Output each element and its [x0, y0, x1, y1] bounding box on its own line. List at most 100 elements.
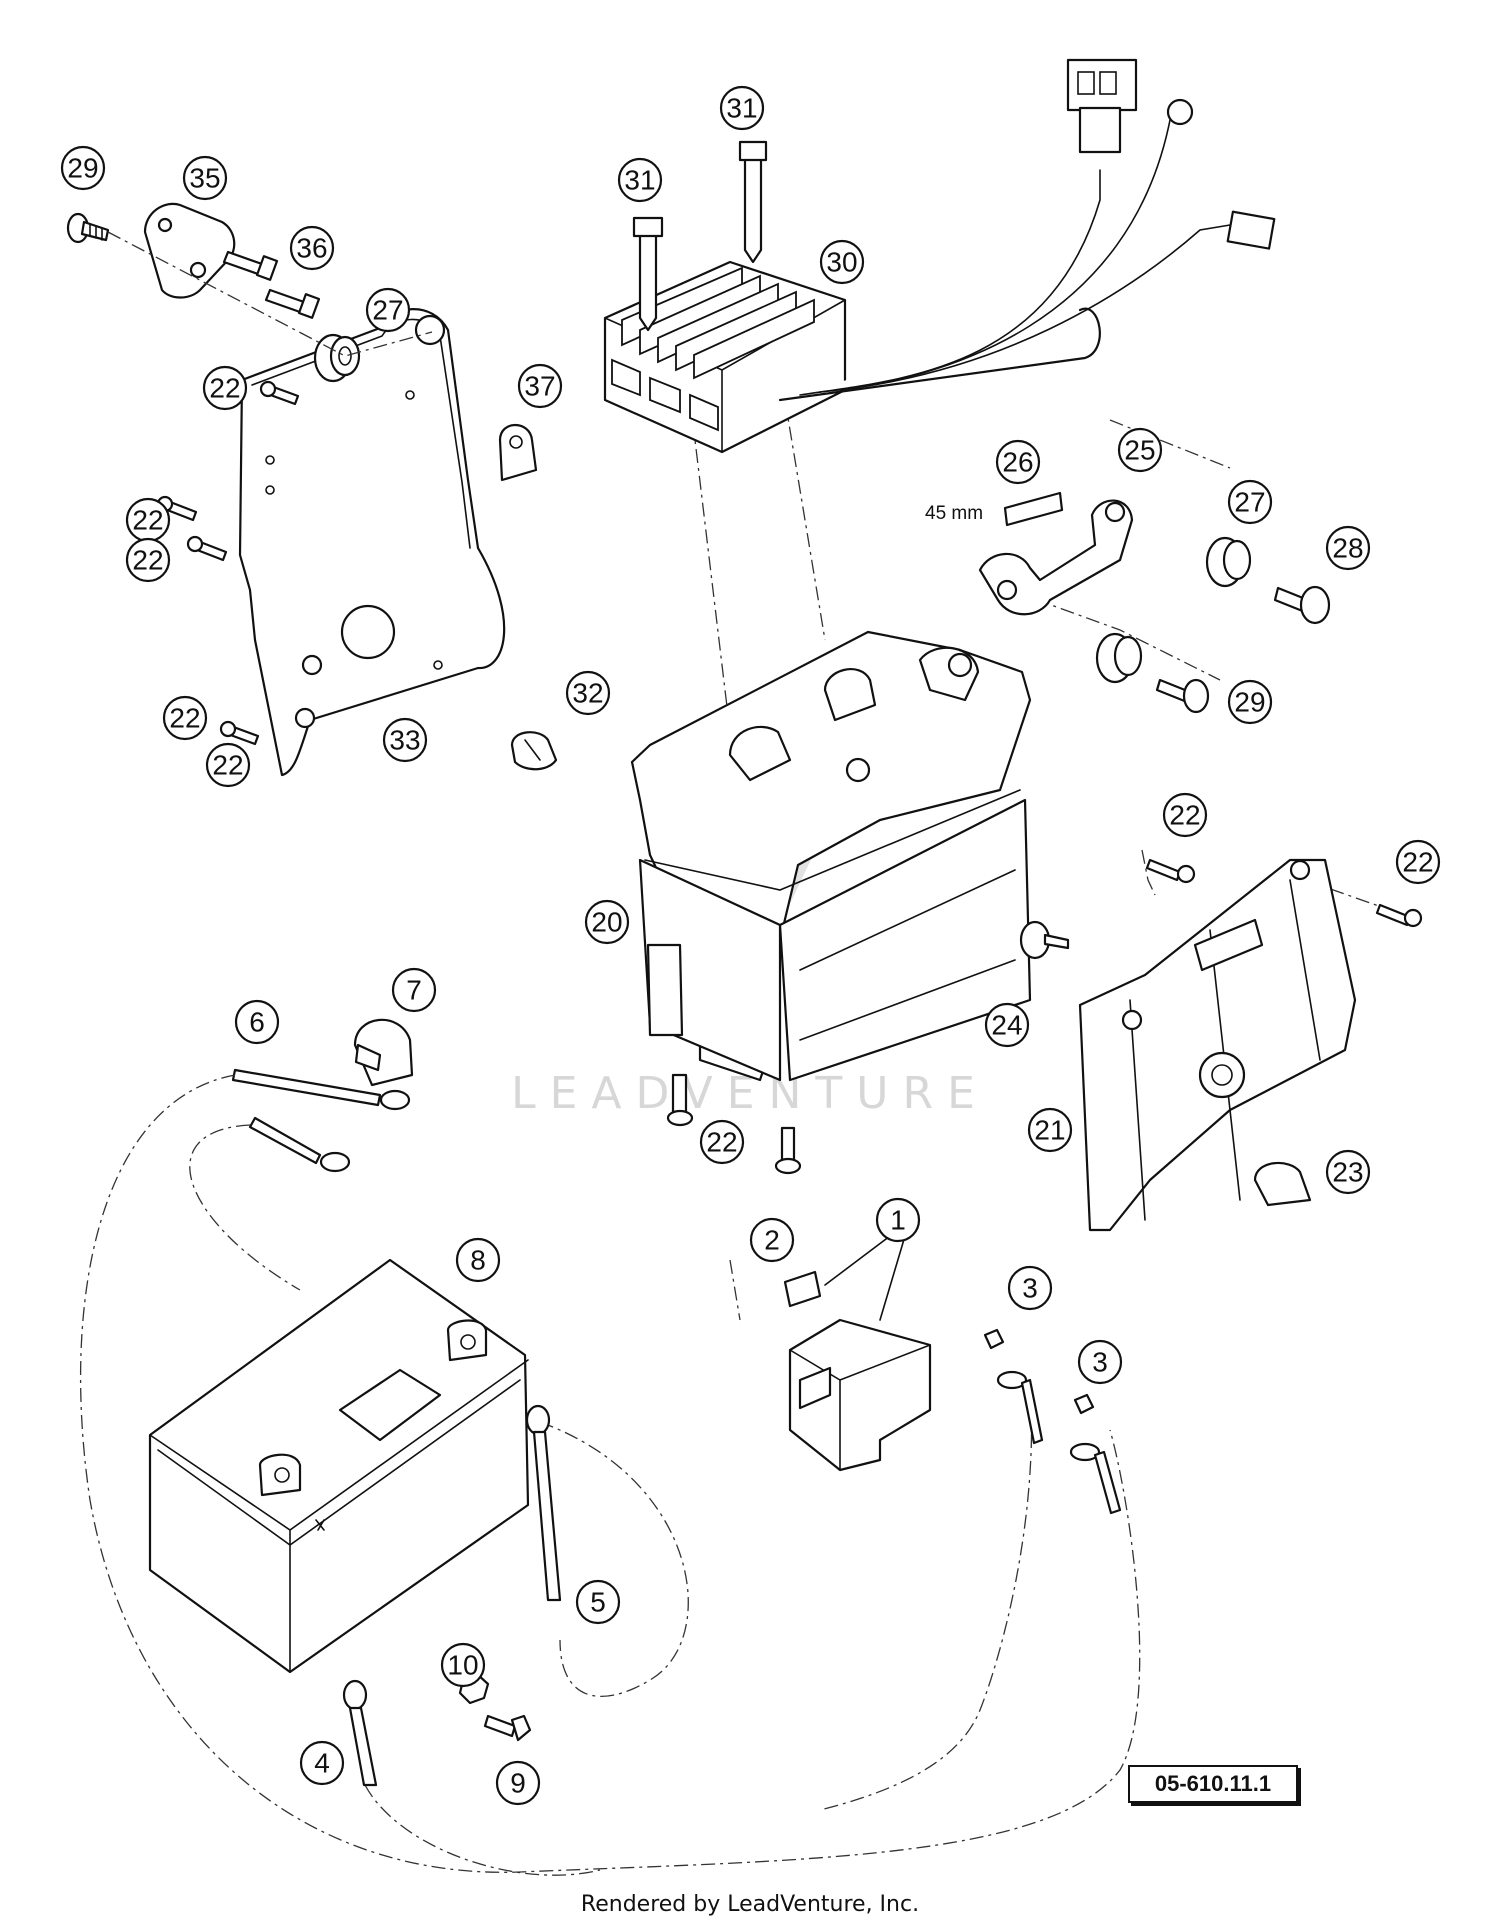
svg-text:27: 27: [372, 295, 403, 326]
callout-28: 28: [1325, 525, 1371, 571]
battery-holder-21: [1078, 858, 1357, 1232]
cables-3: [983, 1328, 1122, 1515]
screws-22-left: [156, 380, 300, 746]
cable-5: [525, 1404, 562, 1602]
callout-27-b: 27: [1227, 479, 1273, 525]
callout-2: 2: [749, 1217, 795, 1263]
callout-22-a: 22: [202, 365, 248, 411]
svg-text:35: 35: [189, 163, 220, 194]
regulator-wiring: [778, 58, 1276, 402]
svg-text:31: 31: [726, 93, 757, 124]
svg-text:8: 8: [470, 1245, 486, 1276]
callout-27-a: 27: [365, 287, 411, 333]
terminal-cover-7: [353, 1018, 414, 1087]
watermark-text: LEADVENTURE: [511, 1068, 989, 1119]
callout-22-b: 22: [125, 497, 171, 543]
svg-text:20: 20: [591, 907, 622, 938]
svg-text:36: 36: [296, 233, 327, 264]
svg-text:31: 31: [624, 165, 655, 196]
callout-10: 10: [440, 1642, 486, 1688]
starter-relay-1: [788, 1318, 932, 1472]
svg-text:21: 21: [1034, 1115, 1065, 1146]
callout-4: 4: [299, 1740, 345, 1786]
bolt-29-left: [66, 212, 110, 244]
callout-25: 25: [1117, 427, 1163, 473]
svg-text:10: 10: [447, 1650, 478, 1681]
callout-22-g: 22: [125, 537, 171, 583]
callout-20: 20: [584, 899, 630, 945]
svg-text:22: 22: [1402, 847, 1433, 878]
callout-6: 6: [234, 999, 280, 1045]
screws-22-tray: [666, 1073, 802, 1175]
svg-text:27: 27: [1234, 487, 1265, 518]
svg-text:22: 22: [132, 545, 163, 576]
callout-3b: 3: [1077, 1339, 1123, 1385]
screw-9: [483, 1714, 532, 1742]
screws-36: [222, 250, 321, 319]
callout-8: 8: [455, 1237, 501, 1283]
cable-4: [342, 1679, 378, 1787]
callout-29-b: 29: [1227, 679, 1273, 725]
svg-text:9: 9: [510, 1768, 526, 1799]
svg-text:22: 22: [132, 505, 163, 536]
callout-22-h: 22: [205, 742, 251, 788]
callout-24: 24: [984, 1002, 1030, 1048]
callout-5: 5: [575, 1579, 621, 1625]
callout-7: 7: [391, 967, 437, 1013]
screws-22-right: [1145, 858, 1423, 928]
rubber-stop-24: [1019, 920, 1070, 960]
plate-35: [143, 202, 236, 299]
svg-text:37: 37: [524, 371, 555, 402]
callout-22-c: 22: [162, 695, 208, 741]
svg-text:32: 32: [572, 678, 603, 709]
callout-22-d: 22: [699, 1119, 745, 1165]
callout-31-b: 31: [719, 85, 765, 131]
svg-text:5: 5: [590, 1587, 606, 1618]
callout-22-f: 22: [1395, 839, 1441, 885]
callout-29-a: 29: [60, 145, 106, 191]
dimension-label: 45 mm: [925, 503, 984, 524]
svg-text:22: 22: [706, 1127, 737, 1158]
svg-text:22: 22: [209, 373, 240, 404]
callout-30: 30: [819, 239, 865, 285]
bolts-28-29-right: [1155, 585, 1331, 714]
grommets-27-right: [1095, 536, 1252, 684]
footer-credit: Rendered by LeadVenture, Inc.: [580, 1892, 920, 1917]
svg-text:33: 33: [389, 725, 420, 756]
svg-text:29: 29: [1234, 687, 1265, 718]
clip-23: [1253, 1161, 1312, 1207]
svg-text:30: 30: [826, 247, 857, 278]
svg-text:24: 24: [991, 1010, 1022, 1041]
svg-text:2: 2: [764, 1225, 780, 1256]
callout-31-a: 31: [617, 157, 663, 203]
callout-23: 23: [1325, 1149, 1371, 1195]
callout-33: 33: [382, 717, 428, 763]
callout-36: 36: [289, 225, 335, 271]
svg-text:3: 3: [1092, 1347, 1108, 1378]
battery-8: [148, 1258, 530, 1674]
callout-32: 32: [565, 670, 611, 716]
svg-text:25: 25: [1124, 435, 1155, 466]
bolts-31: [632, 140, 768, 332]
svg-text:28: 28: [1332, 533, 1363, 564]
callout-3a: 3: [1007, 1265, 1053, 1311]
svg-text:26: 26: [1002, 447, 1033, 478]
battery-tray-20: [630, 630, 1032, 1082]
callout-26: 26: [995, 439, 1041, 485]
svg-text:29: 29: [67, 153, 98, 184]
mounting-bracket-33: [238, 308, 506, 777]
callout-35: 35: [182, 155, 228, 201]
cable-6: [231, 1068, 411, 1173]
svg-text:22: 22: [169, 703, 200, 734]
svg-text:4: 4: [314, 1748, 330, 1779]
callout-9: 9: [495, 1760, 541, 1806]
svg-text:1: 1: [890, 1205, 906, 1236]
grommet-27-left: [313, 333, 361, 383]
callout-21: 21: [1027, 1107, 1073, 1153]
svg-text:22: 22: [1169, 800, 1200, 831]
fuse-2: [783, 1270, 822, 1308]
svg-text:3: 3: [1022, 1273, 1038, 1304]
svg-text:7: 7: [406, 975, 422, 1006]
foam-strip-26: [1003, 491, 1064, 527]
